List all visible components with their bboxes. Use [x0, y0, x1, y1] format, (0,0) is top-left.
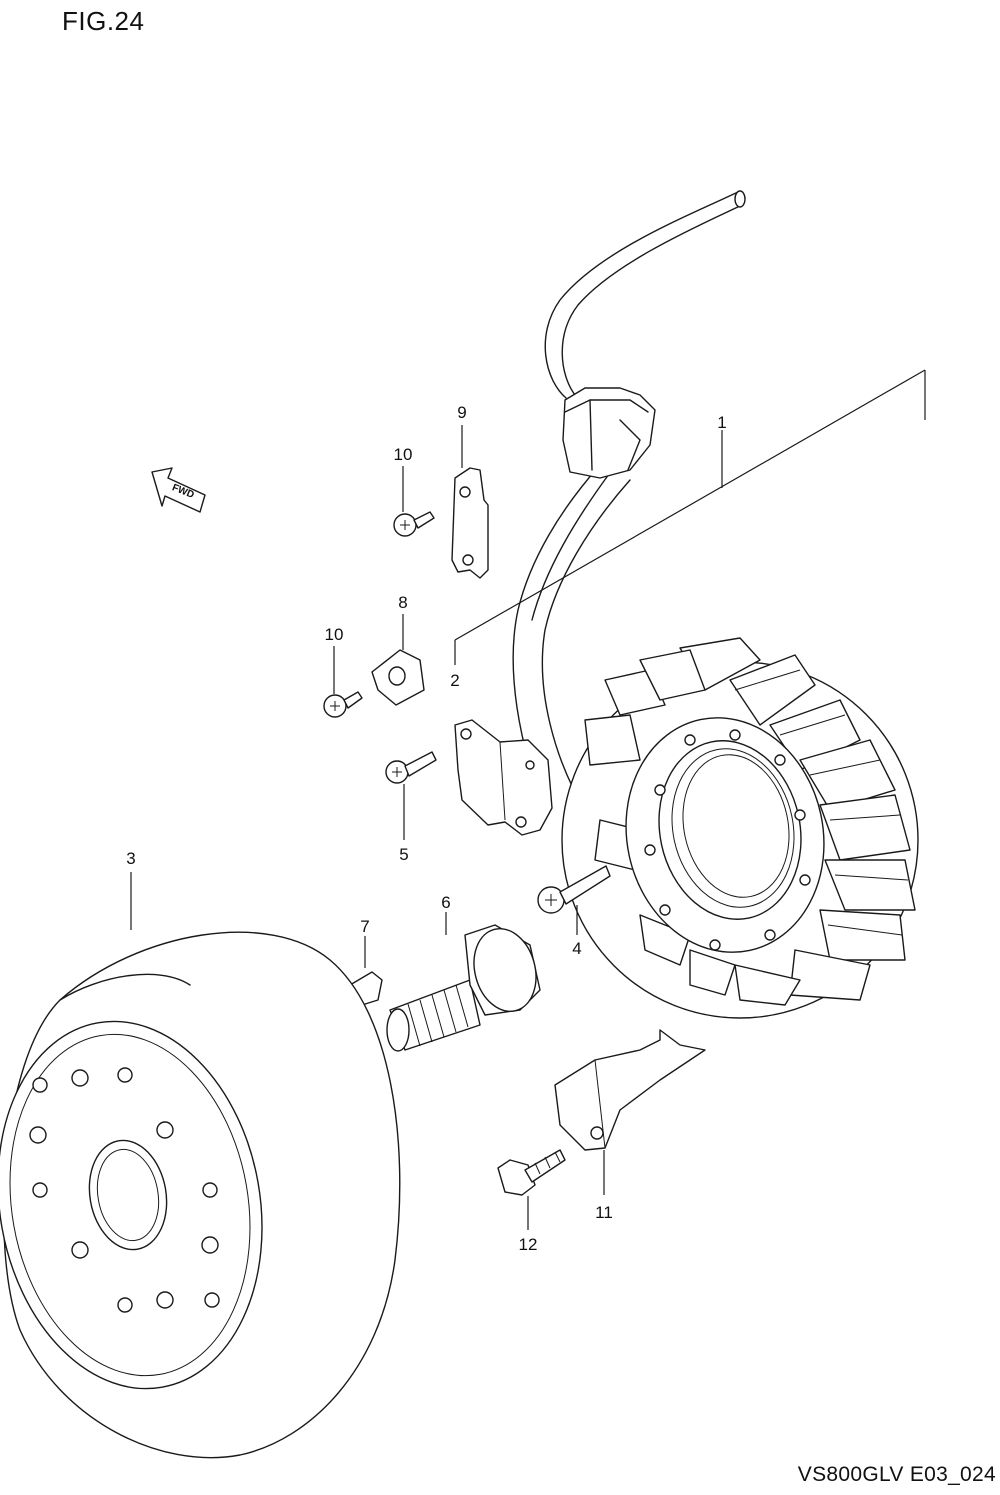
figure-code: VS800GLV E03_024 [797, 1463, 996, 1486]
part-8-clamp [371, 614, 425, 706]
wire-harness [512, 190, 746, 811]
callout-9: 9 [457, 403, 466, 422]
part-5-screw [385, 751, 437, 840]
callout-10-lower: 10 [325, 625, 344, 644]
part-10-screw-lower [323, 646, 363, 718]
callout-10-upper: 10 [394, 445, 413, 464]
callout-11: 11 [595, 1203, 613, 1222]
callout-5: 5 [399, 845, 408, 864]
callout-6: 6 [441, 893, 450, 912]
callout-7: 7 [360, 917, 369, 936]
callout-8: 8 [398, 593, 407, 612]
part-3-rotor [0, 872, 401, 1459]
callout-3: 3 [126, 849, 135, 868]
part-2-bracket [454, 719, 553, 836]
part-9-plate [451, 425, 489, 579]
callout-2: 2 [450, 671, 459, 690]
part-6-bolt [386, 912, 541, 1052]
fwd-arrow-icon [151, 467, 206, 513]
part-1-leader [454, 369, 926, 665]
stator [561, 637, 919, 1019]
part-4-screw [537, 865, 611, 935]
callout-1: 1 [717, 413, 726, 432]
callout-12: 12 [519, 1235, 538, 1254]
callout-4: 4 [572, 939, 581, 958]
part-11-bracket [554, 1029, 706, 1195]
figure-title: FIG.24 [62, 6, 145, 36]
part-10-screw-upper [393, 466, 435, 537]
part-12-bolt [497, 1149, 566, 1230]
